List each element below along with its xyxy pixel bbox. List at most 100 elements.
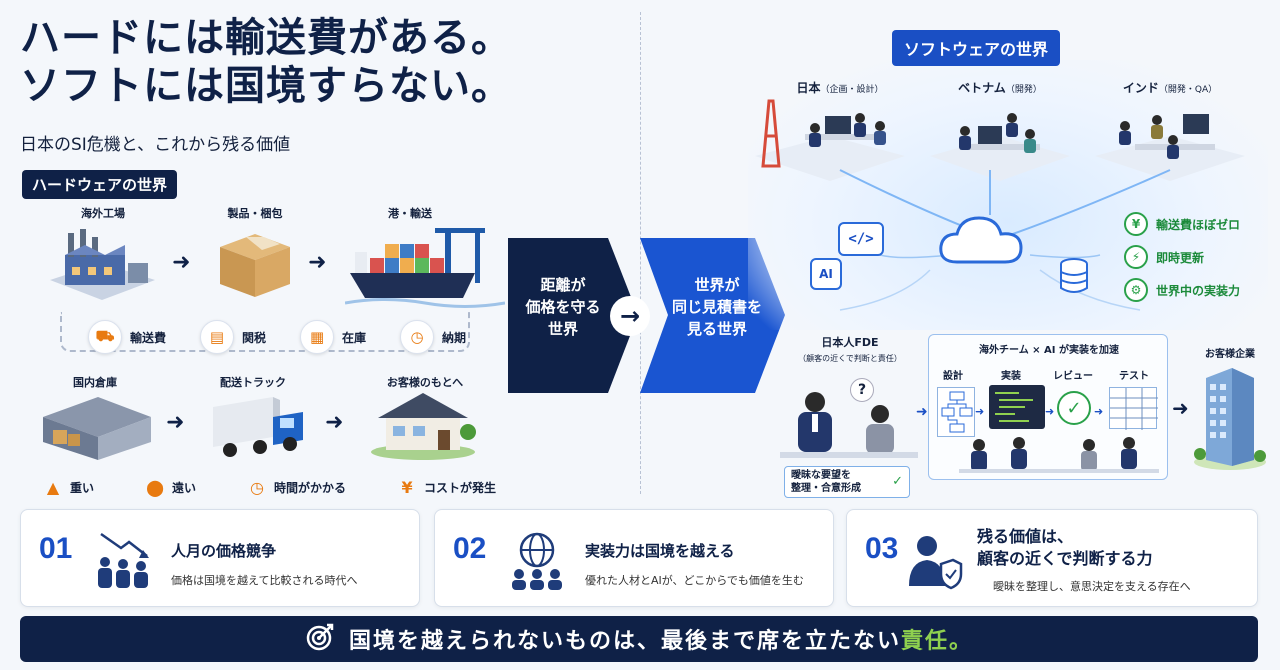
flow-label-factory: 海外工場	[81, 207, 125, 220]
card-03: 03 残る価値は、 顧客の近くで判断する力 曖昧を整理し、意思決定を支える存在へ	[846, 509, 1258, 607]
flow-label-package: 製品・梱包	[227, 207, 283, 220]
ship-icon	[344, 218, 506, 310]
title-line-2: ソフトには国境すらない。	[20, 63, 512, 109]
region-india-label: インド	[1122, 81, 1159, 95]
flow-label-customer: お客様のもとへ	[386, 376, 464, 389]
cost-tariff: ▤関税	[200, 320, 266, 354]
arrow-right-icon: ➜	[1094, 405, 1104, 418]
region-vietnam-label: ベトナム	[958, 81, 1006, 95]
benefit-instant: ⚡即時更新	[1124, 245, 1240, 269]
arrow-right-icon: ➜	[166, 410, 185, 435]
distance-chevron: 距離が 価格を守る 世界	[508, 238, 638, 393]
people-down-icon	[93, 528, 153, 592]
card-03-title-line-1: 残る価値は、	[977, 527, 1074, 546]
arrow-right-icon: ➜	[325, 410, 344, 435]
cost-inventory-label: 在庫	[342, 330, 367, 345]
risk-cost: ¥ コストが発生	[398, 478, 496, 497]
truck-icon	[208, 392, 308, 462]
benefits-list: ¥輸送費ほぼゼロ ⚡即時更新 ⚙ 世界中の実装力	[1124, 212, 1240, 302]
card-03-title: 残る価値は、 顧客の近くで判断する力	[977, 526, 1153, 570]
flow-label-port: 港・輸送	[388, 207, 432, 220]
risk-heavy-label: 重い	[70, 481, 95, 495]
region-india: インド（開発・QA）	[1100, 79, 1240, 96]
yen-icon: ¥	[401, 478, 413, 497]
footer-text-main: 国境を越えられないものは、最後まで席を立たない	[348, 629, 901, 654]
section-divider	[640, 12, 641, 494]
flow-label-truck: 配送トラック	[220, 376, 286, 389]
fde-note-line-1: 曖昧な要望を	[791, 470, 851, 481]
benefit-global: ⚙ 世界中の実装力	[1124, 278, 1240, 302]
team-title: 海外チーム × AI が実装を加速	[979, 345, 1119, 356]
distance-text: 距離が 価格を守る 世界	[525, 276, 601, 338]
document-icon: ▤	[200, 320, 235, 354]
flow-label-warehouse: 国内倉庫	[73, 376, 117, 389]
pin-icon: ⬤	[146, 478, 164, 497]
risk-heavy: ▲ 重い	[44, 478, 94, 497]
step-design: 設計	[943, 371, 963, 382]
footer-text: 国境を越えられないものは、最後まで席を立たない責任。	[349, 623, 973, 655]
fde-header: 日本人FDE （顧客の近くで判断と責任）	[790, 334, 910, 374]
arrow-right-icon: ➜	[308, 250, 327, 275]
fde-sub: （顧客の近くで判断と責任）	[798, 354, 902, 363]
benefit-instant-label: 即時更新	[1156, 250, 1205, 265]
database-icon	[1058, 258, 1090, 294]
ai-chip-icon: AI	[810, 258, 842, 290]
cost-shipping: ⛟輸送費	[88, 320, 166, 354]
card-02-title: 実装力は国境を越える	[585, 542, 735, 560]
footer-text-accent: 責任。	[901, 629, 974, 654]
card-03-sub: 曖昧を整理し、意思決定を支える存在へ	[993, 580, 1191, 593]
region-vietnam: ベトナム（開発）	[930, 79, 1070, 96]
region-vietnam-sub: （開発）	[1005, 85, 1042, 95]
fde-note: 曖昧な要望を 整理・合意形成 ✓	[784, 466, 910, 498]
card-02: 02 実装力は国境を越える 優れた人材とAIが、どこからでも価値を生む	[434, 509, 834, 607]
software-world-tag: ソフトウェアの世界	[892, 30, 1061, 66]
code-icon: </>	[838, 222, 884, 256]
card-03-title-line-2: 顧客の近くで判断する力	[977, 549, 1153, 568]
card-02-sub: 優れた人材とAIが、どこからでも価値を生む	[585, 574, 804, 587]
footer-banner: 国境を越えられないものは、最後まで席を立たない責任。	[20, 616, 1258, 662]
world-text: 世界が 同じ見積書を 見る世界	[671, 276, 762, 338]
arrow-right-icon: ➜	[1172, 396, 1189, 420]
arrow-right-icon: ➜	[1045, 405, 1055, 418]
clock-icon: ◷	[400, 320, 435, 354]
risk-row: ▲ 重い ⬤ 遠い ◷ 時間がかかる ¥ コストが発生	[44, 478, 496, 497]
card-01-sub: 価格は国境を越えて比較される時代へ	[171, 574, 358, 587]
review-check-icon: ✓	[1057, 391, 1091, 425]
card-02-number: 02	[453, 532, 487, 565]
team-box: 海外チーム × AI が実装を加速 設計 実装 レビュー テスト ✓ ➜ ➜ ➜	[928, 334, 1168, 480]
risk-time-label: 時間がかかる	[274, 481, 347, 495]
office-japan-scene	[755, 96, 905, 184]
warning-icon: ▲	[46, 478, 60, 497]
cost-row: ⛟輸送費 ▤関税 ▦在庫 ◷納期	[88, 320, 466, 354]
clock-icon: ◷	[250, 478, 265, 497]
fde-note-line-2: 整理・合意形成	[791, 483, 861, 494]
boxes-icon: ▦	[300, 320, 335, 354]
test-table-icon	[1109, 387, 1158, 430]
box-icon	[210, 222, 300, 302]
target-icon	[305, 622, 335, 656]
benefit-shipping: ¥輸送費ほぼゼロ	[1124, 212, 1240, 236]
page-subtitle: 日本のSI危機と、これから残る価値	[20, 135, 291, 155]
check-icon: ✓	[892, 474, 903, 489]
gear-icon: ⚙	[1124, 278, 1148, 302]
card-01-number: 01	[39, 532, 73, 565]
step-implement: 実装	[1001, 371, 1021, 382]
step-review: レビュー	[1053, 371, 1093, 382]
truck-fee-icon: ⛟	[88, 320, 122, 354]
code-screen-icon	[989, 385, 1045, 429]
cloud-icon	[935, 212, 1027, 268]
risk-far-label: 遠い	[172, 481, 197, 495]
benefit-global-label: 世界中の実装力	[1156, 283, 1241, 298]
transition-arrow-icon: →	[610, 296, 650, 336]
globe-people-icon	[507, 528, 567, 592]
region-india-sub: （開発・QA）	[1158, 85, 1218, 95]
building-icon	[1192, 362, 1268, 472]
question-bubble-icon: ?	[850, 378, 874, 402]
risk-cost-label: コストが発生	[424, 481, 497, 495]
office-india-scene	[1095, 96, 1245, 184]
yen-icon: ¥	[1124, 212, 1148, 236]
risk-time: ◷ 時間がかかる	[248, 478, 346, 497]
flowchart-icon	[937, 387, 975, 437]
factory-icon	[40, 225, 165, 305]
card-01: 01 人月の価格競争 価格は国境を越えて比較される時代へ	[20, 509, 420, 607]
